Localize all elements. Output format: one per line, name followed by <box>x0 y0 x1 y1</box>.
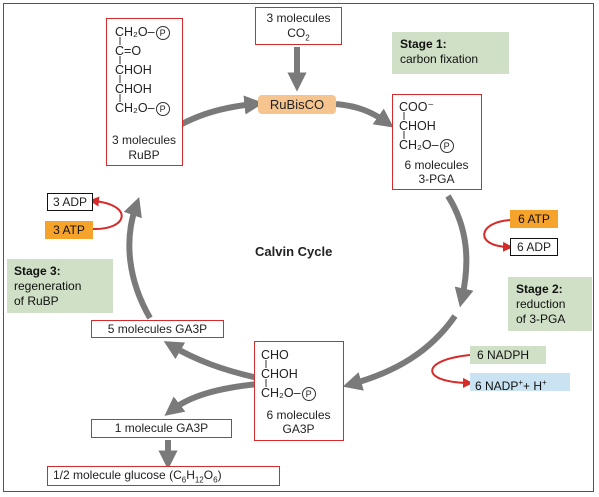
pga-name: 3-PGA <box>418 172 455 186</box>
ga3p-line-1: CHO <box>261 348 289 362</box>
stage-2-title: Stage 2: <box>516 282 563 296</box>
rubisco-label: RuBisCO <box>258 95 336 114</box>
phosphate-icon: P <box>301 387 316 401</box>
atp-3-box: 3 ATP <box>45 221 93 239</box>
ga3p-line-3: CH₂O–P <box>261 386 316 401</box>
stage-3-line-2: of RuBP <box>14 294 59 308</box>
adp-3-box: 3 ADP <box>47 193 93 211</box>
cycle-arrow-pga-to-ga3p <box>445 194 474 308</box>
branch-arrow-to-1ga3p <box>164 381 259 416</box>
ga3p-1-box: 1 molecule GA3P <box>91 419 232 438</box>
phosphate-icon: P <box>155 102 170 116</box>
stage-3-label: Stage 3: regeneration of RuBP <box>7 259 113 313</box>
ga3p-5-box: 5 molecules GA3P <box>91 320 224 338</box>
cycle-arrow-into-ga3p <box>342 314 458 391</box>
rubp-line-2: C=O <box>115 44 142 58</box>
atp-6-box: 6 ATP <box>510 210 558 228</box>
stage-1-label: Stage 1: carbon fixation <box>392 32 509 74</box>
rubp-name: RuBP <box>128 148 160 162</box>
adp-6-box: 6 ADP <box>510 238 558 256</box>
rubp-box: CH₂O–P C=O CHOH CHOH CH₂O–P 3 molecules … <box>106 18 183 166</box>
ga3p-line-2: CHOH <box>261 367 298 381</box>
pga-box: COO⁻ CHOH CH₂O–P 6 molecules 3-PGA <box>392 94 482 190</box>
cycle-arrow-left-side-up <box>123 196 153 320</box>
nadph-box: 6 NADPH <box>470 346 546 364</box>
cycle-arrow-ga3p-to-5ga3p <box>163 341 259 381</box>
cycle-arrow-rubisco-to-pga <box>335 101 394 128</box>
phosphate-icon: P <box>155 26 170 40</box>
pga-line-1: COO⁻ <box>399 100 435 114</box>
ga3p-6-name: GA3P <box>282 422 315 436</box>
rubp-count: 3 molecules <box>111 133 177 147</box>
atp-left-curve <box>89 196 123 231</box>
nadp-box: 6 NADP++ H+ <box>470 373 570 393</box>
ga3p-6-box: CHO CHOH CH₂O–P 6 molecules GA3P <box>254 341 344 441</box>
phosphate-icon: P <box>439 139 454 153</box>
stage-2-line-1: reduction <box>516 297 566 311</box>
pga-bonds <box>403 112 405 139</box>
nadph-curve <box>431 354 473 388</box>
stage-2-line-2: of 3-PGA <box>516 312 566 326</box>
pga-line-2: CHOH <box>399 119 436 133</box>
rubp-bonds <box>119 37 121 102</box>
pga-count: 6 molecules <box>404 158 469 172</box>
atp-right-curve <box>483 219 513 252</box>
stage-1-title: Stage 1: <box>400 37 447 51</box>
co2-box: 3 molecules CO2 <box>255 7 342 45</box>
rubp-line-1: CH₂O–P <box>115 25 170 40</box>
stage-3-line-1: regeneration <box>14 279 82 293</box>
co2-count: 3 molecules <box>266 11 331 25</box>
rubp-line-3: CHOH <box>115 63 152 77</box>
ga3p-bonds <box>265 360 267 387</box>
stage-3-title: Stage 3: <box>14 264 61 278</box>
ga3p-6-count: 6 molecules <box>266 408 331 422</box>
diagram-frame <box>3 3 594 492</box>
rubp-line-4: CHOH <box>115 82 152 96</box>
cycle-title: Calvin Cycle <box>255 244 333 259</box>
stage-1-desc: carbon fixation <box>400 52 479 66</box>
rubp-line-5: CH₂O–P <box>115 101 170 116</box>
stage-2-label: Stage 2: reduction of 3-PGA <box>508 277 592 331</box>
co2-formula: CO2 <box>287 26 310 43</box>
pga-line-3: CH₂O–P <box>399 138 454 153</box>
glucose-box: 1/2 molecule glucose (C6H12O6) <box>47 466 280 486</box>
